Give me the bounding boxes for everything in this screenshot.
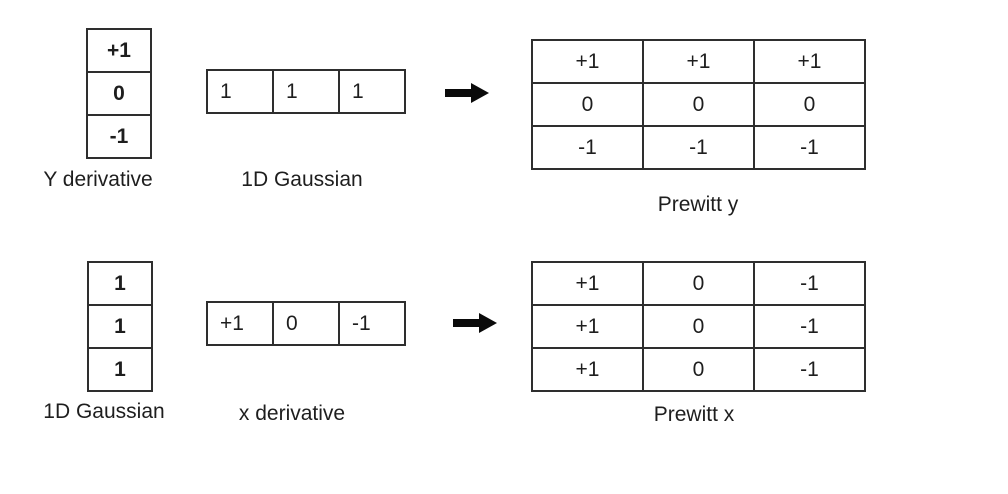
y-derivative-label: Y derivative xyxy=(43,168,153,191)
kernel-cell: 1 xyxy=(87,261,153,306)
x-derivative-row-vector: +1 0 -1 xyxy=(206,301,406,346)
matrix-cell: +1 xyxy=(531,261,644,306)
kernel-cell: 1 xyxy=(87,304,153,349)
right-arrow-icon xyxy=(445,83,489,103)
matrix-cell: 0 xyxy=(531,82,644,127)
matrix-cell: -1 xyxy=(531,125,644,170)
matrix-cell: -1 xyxy=(753,125,866,170)
x-derivative-label: x derivative xyxy=(238,402,346,425)
matrix-cell: +1 xyxy=(642,39,755,84)
matrix-cell: 0 xyxy=(642,347,755,392)
kernel-cell: +1 xyxy=(86,28,152,73)
gaussian-column-vector: 1 1 1 xyxy=(87,261,153,392)
matrix-cell: -1 xyxy=(642,125,755,170)
matrix-cell: +1 xyxy=(531,304,644,349)
matrix-cell: 0 xyxy=(753,82,866,127)
prewitt-x-label: Prewitt x xyxy=(653,403,735,426)
matrix-cell: 0 xyxy=(642,261,755,306)
gaussian-row-label: 1D Gaussian xyxy=(241,168,363,191)
kernel-cell: 1 xyxy=(87,347,153,392)
matrix-cell: -1 xyxy=(753,261,866,306)
kernel-cell: 1 xyxy=(206,69,274,114)
gaussian-row-vector: 1 1 1 xyxy=(206,69,406,114)
matrix-cell: +1 xyxy=(531,39,644,84)
kernel-cell: +1 xyxy=(206,301,274,346)
prewitt-y-matrix: +1 +1 +1 0 0 0 -1 -1 -1 xyxy=(531,39,866,170)
matrix-cell: +1 xyxy=(531,347,644,392)
kernel-cell: -1 xyxy=(86,114,152,159)
kernel-cell: 0 xyxy=(86,71,152,116)
matrix-cell: 0 xyxy=(642,304,755,349)
prewitt-x-matrix: +1 0 -1 +1 0 -1 +1 0 -1 xyxy=(531,261,866,392)
y-derivative-column-vector: +1 0 -1 xyxy=(86,28,152,159)
matrix-cell: +1 xyxy=(753,39,866,84)
kernel-cell: 0 xyxy=(272,301,340,346)
prewitt-y-label: Prewitt y xyxy=(657,193,739,216)
gaussian-column-label: 1D Gaussian xyxy=(43,400,165,423)
kernel-cell: 1 xyxy=(272,69,340,114)
kernel-cell: -1 xyxy=(338,301,406,346)
right-arrow-icon xyxy=(453,313,497,333)
matrix-cell: -1 xyxy=(753,304,866,349)
matrix-cell: -1 xyxy=(753,347,866,392)
matrix-cell: 0 xyxy=(642,82,755,127)
kernel-cell: 1 xyxy=(338,69,406,114)
